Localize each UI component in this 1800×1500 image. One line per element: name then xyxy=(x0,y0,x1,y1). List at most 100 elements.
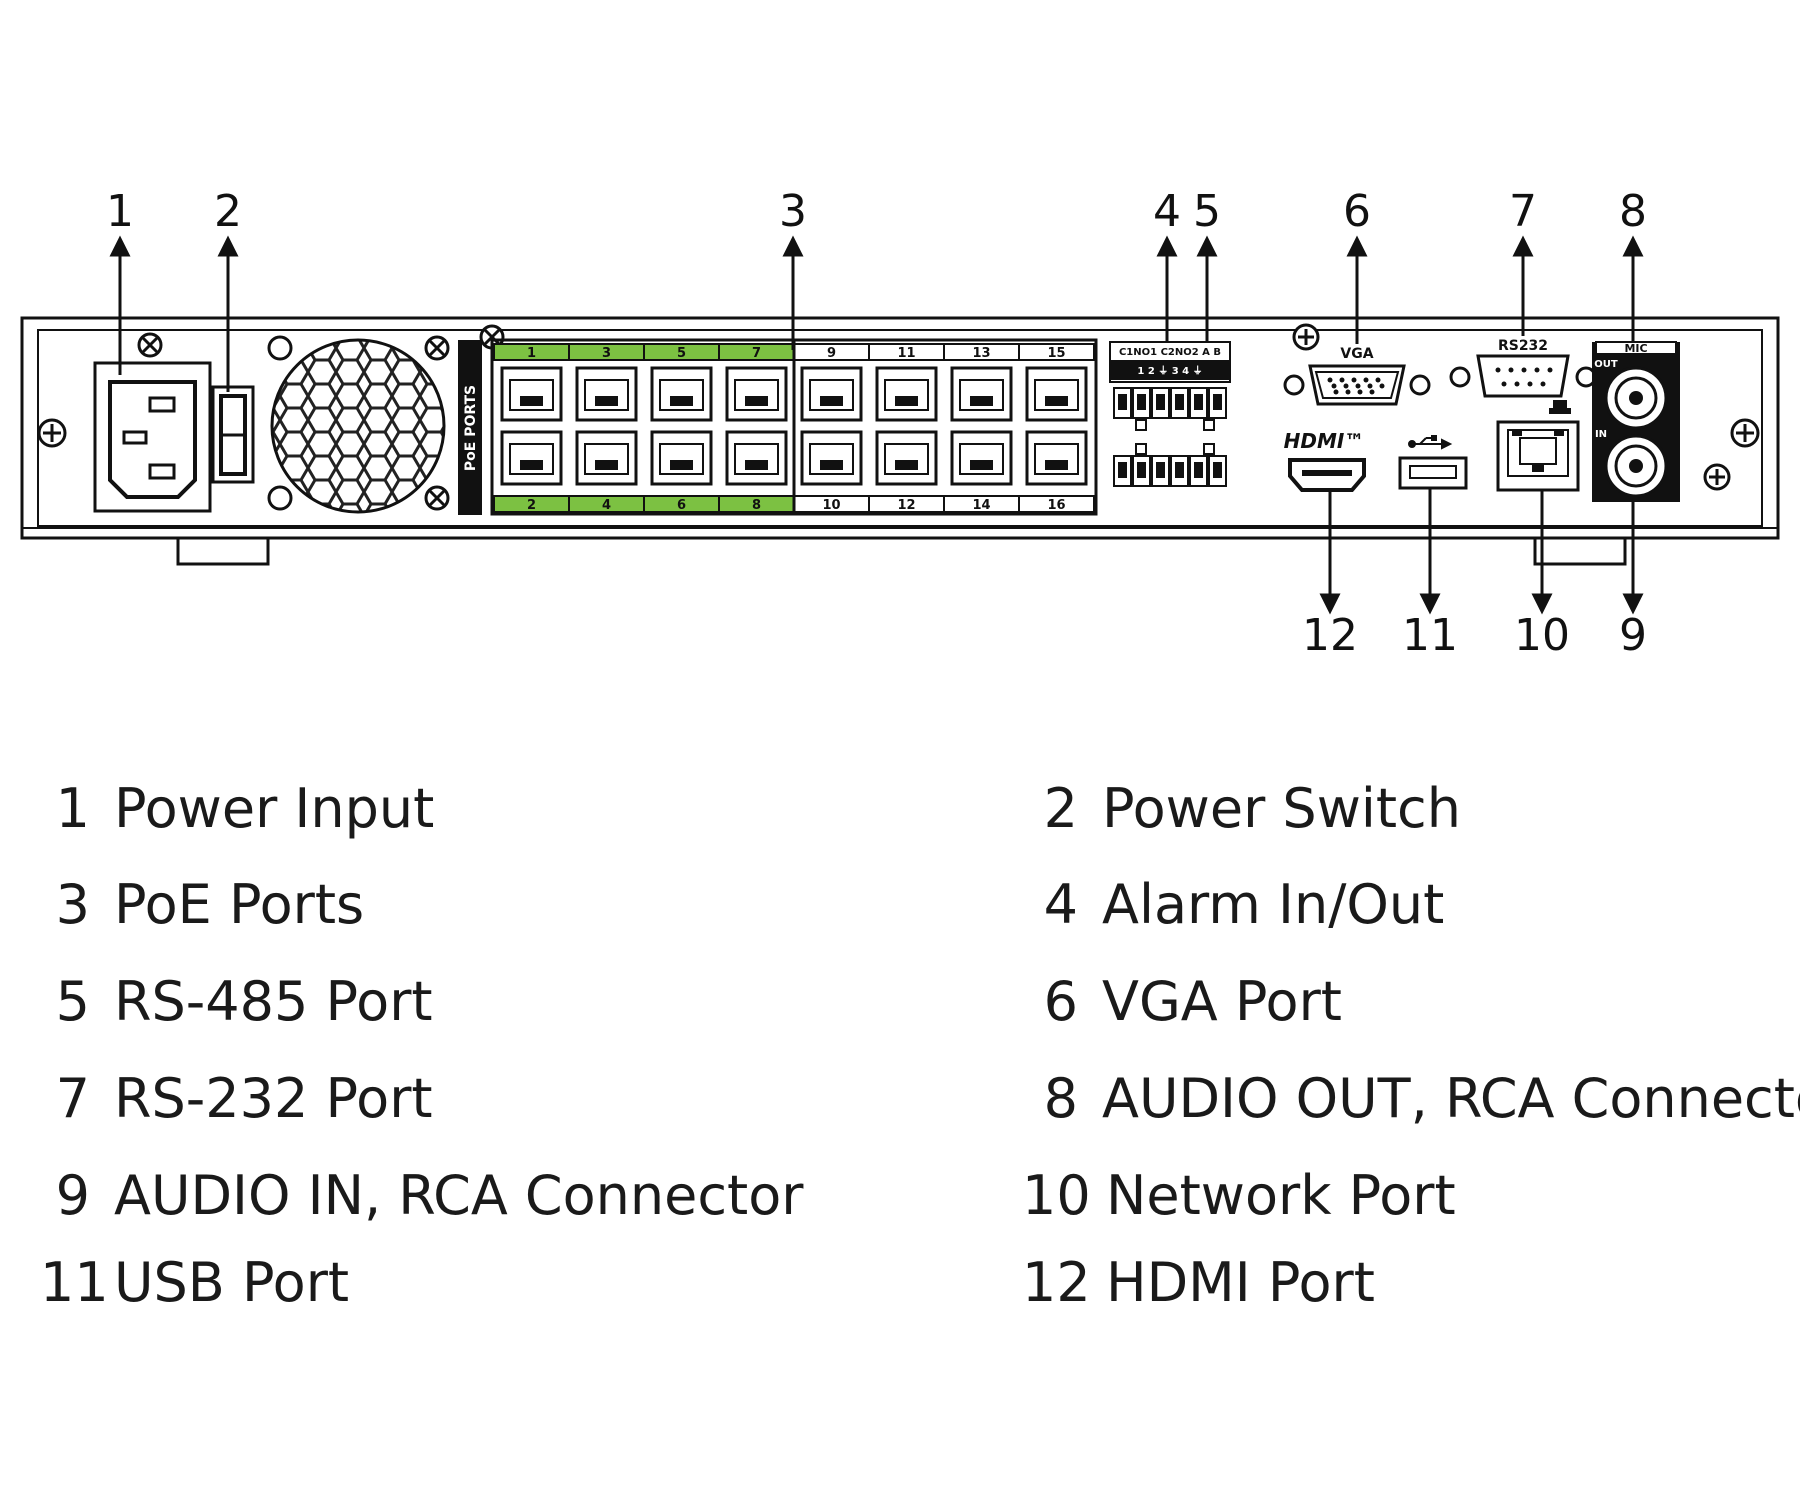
rj45-jack-icon xyxy=(800,430,863,486)
callout-11: 11 xyxy=(1402,610,1458,661)
legend-num: 2 xyxy=(1043,777,1078,840)
terminal-indicator xyxy=(1203,419,1215,431)
audio-out-label: OUT xyxy=(1594,359,1618,370)
callout-10: 10 xyxy=(1514,610,1570,661)
legend-label: RS-485 Port xyxy=(114,970,433,1033)
rs232-label: RS232 xyxy=(1498,338,1548,354)
callout-8: 8 xyxy=(1619,186,1647,237)
screw-icon xyxy=(37,418,67,448)
terminal-screw-icon xyxy=(1208,387,1227,419)
screw-icon xyxy=(1703,463,1731,491)
poe-port-number: 5 xyxy=(677,346,686,361)
screw-icon xyxy=(424,485,450,511)
terminal-screw-icon xyxy=(1132,387,1151,419)
chassis-screws xyxy=(37,323,1760,511)
rs232-port: RS232 xyxy=(1449,338,1597,398)
legend-item: 4 Alarm In/Out xyxy=(1028,873,1445,936)
rj45-jack-icon xyxy=(800,366,863,422)
legend-num: 8 xyxy=(1043,1067,1078,1130)
callout-numbers: 1 2 3 4 5 6 7 8 12 11 10 9 xyxy=(106,186,1647,661)
terminal-blocks xyxy=(1113,387,1227,487)
callout-2: 2 xyxy=(214,186,242,237)
poe-port-number: 15 xyxy=(1047,346,1065,361)
audio-in-label: IN xyxy=(1595,429,1607,440)
terminal-screw-icon xyxy=(1189,455,1208,487)
rj45-jack-icon xyxy=(500,366,563,422)
rj45-jack-icon xyxy=(875,366,938,422)
alarm-rs485-terminals: C1NO1 C2NO2 A B 1 2 ⏚ 3 4 ⏚ xyxy=(1109,341,1231,487)
power-input-socket xyxy=(93,361,212,513)
rj45-jack-icon xyxy=(650,430,713,486)
rj45-jack-icon xyxy=(725,366,788,422)
usb-port xyxy=(1398,435,1468,490)
alarm-header-label: C1NO1 C2NO2 A B xyxy=(1119,347,1221,358)
legend-label: RS-232 Port xyxy=(114,1067,433,1130)
poe-port-number: 11 xyxy=(897,346,915,361)
audio-block: MIC OUT IN xyxy=(1592,341,1680,502)
rj45-jack-icon xyxy=(1025,366,1088,422)
callout-4: 4 xyxy=(1153,186,1181,237)
network-icon xyxy=(1549,400,1571,414)
screw-icon xyxy=(424,335,450,361)
rj45-jack-icon xyxy=(575,366,638,422)
poe-port-number: 8 xyxy=(752,498,761,513)
callout-arrows xyxy=(109,235,1644,615)
poe-port-number: 2 xyxy=(527,498,536,513)
vga-label: VGA xyxy=(1340,346,1373,362)
terminal-screw-icon xyxy=(1151,387,1170,419)
callout-7: 7 xyxy=(1509,186,1537,237)
legend-label: USB Port xyxy=(114,1251,350,1314)
legend-num: 7 xyxy=(55,1067,90,1130)
terminal-indicator xyxy=(1135,443,1147,455)
alarm-pin-label: 1 2 ⏚ 3 4 ⏚ xyxy=(1137,365,1202,377)
poe-port-number-bar xyxy=(1018,495,1095,513)
rj45-jack-icon xyxy=(575,430,638,486)
poe-port-number-bar xyxy=(1018,343,1095,361)
power-switch xyxy=(211,385,255,484)
rj45-jack-icon xyxy=(1025,430,1088,486)
hdmi-label: HDMI™ xyxy=(1284,429,1365,453)
legend-label: Power Switch xyxy=(1102,777,1461,840)
terminal-screw-icon xyxy=(1208,455,1227,487)
legend-label: HDMI Port xyxy=(1106,1251,1375,1314)
poe-port-number: 1 xyxy=(527,346,536,361)
rj45-jack-icon xyxy=(950,430,1013,486)
legend-num: 3 xyxy=(55,873,90,936)
callout-5: 5 xyxy=(1193,186,1221,237)
terminal-screw-icon xyxy=(1151,455,1170,487)
poe-port-number: 13 xyxy=(972,346,990,361)
legend-label: Alarm In/Out xyxy=(1102,873,1445,936)
callout-3: 3 xyxy=(779,186,807,237)
terminal-screw-icon xyxy=(1132,455,1151,487)
callout-9: 9 xyxy=(1619,610,1647,661)
callout-12: 12 xyxy=(1302,610,1358,661)
legend-label: Network Port xyxy=(1106,1164,1456,1227)
legend-num: 9 xyxy=(55,1164,90,1227)
terminal-screw-icon xyxy=(1170,387,1189,419)
legend-num: 10 xyxy=(1022,1164,1091,1227)
terminal-screw-icon xyxy=(1113,387,1132,419)
callout-6: 6 xyxy=(1343,186,1371,237)
terminal-screw-icon xyxy=(1113,455,1132,487)
legend-num: 6 xyxy=(1043,970,1078,1033)
terminal-indicator xyxy=(1203,443,1215,455)
usb-icon xyxy=(1408,435,1453,450)
legend-label: AUDIO OUT, RCA Connector xyxy=(1102,1067,1800,1130)
legend-item: 11USB Port xyxy=(40,1256,349,1310)
poe-ports-label-block: PoE PORTS xyxy=(458,340,482,515)
legend-num: 11 xyxy=(40,1251,109,1314)
terminal-indicator xyxy=(1135,419,1147,431)
legend-num: 5 xyxy=(55,970,90,1033)
callout-1: 1 xyxy=(106,186,134,237)
poe-port-number: 12 xyxy=(897,498,915,513)
legend-num: 4 xyxy=(1043,873,1078,936)
legend-num: 1 xyxy=(55,777,90,840)
